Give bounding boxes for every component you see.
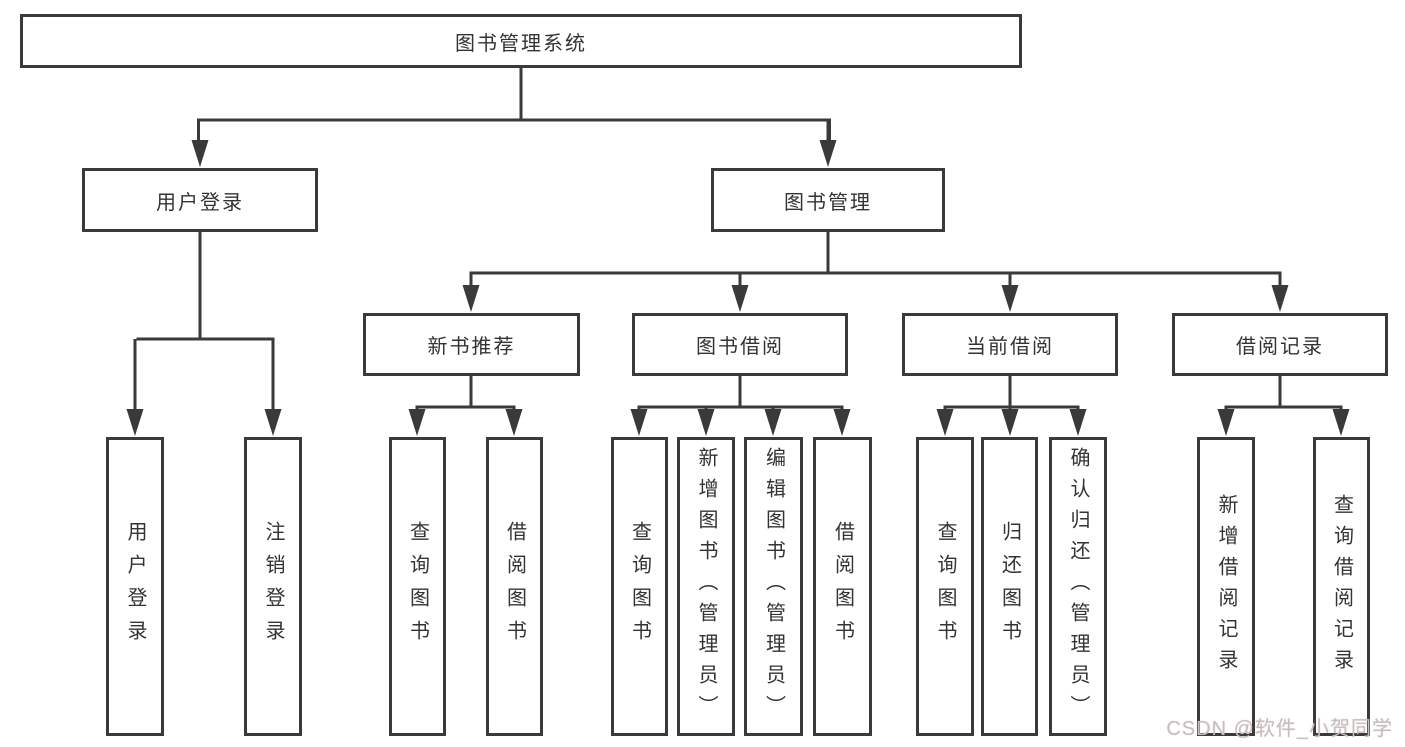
csdn-watermark: CSDN @软件_小贺同学 (1166, 718, 1393, 740)
node-label: 编辑图书（管理员） (762, 447, 785, 726)
node-book-borrowing: 图书借阅 (632, 313, 848, 376)
leaf-query-borrow-record: 查询借阅记录 (1313, 437, 1370, 736)
leaf-add-borrow-record: 新增借阅记录 (1197, 437, 1255, 736)
node-label: 归还图书 (998, 520, 1021, 653)
node-label: 借阅图书 (831, 520, 854, 653)
leaf-query-books-borrow: 查询图书 (611, 437, 668, 736)
leaf-logout-login: 注销登录 (244, 437, 302, 736)
leaf-query-books-current: 查询图书 (916, 437, 974, 736)
node-library-management-system: 图书管理系统 (20, 14, 1022, 68)
node-label: 注销登录 (262, 520, 284, 653)
leaf-borrow-books: 借阅图书 (813, 437, 872, 736)
leaf-add-book-admin: 新增图书（管理员） (677, 437, 735, 736)
node-label: 确认归还（管理员） (1067, 447, 1089, 726)
node-label: 新增图书（管理员） (695, 447, 717, 726)
leaf-return-book: 归还图书 (981, 437, 1038, 736)
node-label: 图书管理 (784, 191, 872, 214)
node-label: 新增借阅记录 (1215, 493, 1237, 680)
node-label: 当前借阅 (966, 336, 1054, 358)
node-label: 用户登录 (156, 191, 244, 214)
node-label: 图书借阅 (696, 336, 784, 358)
node-label: 借阅图书 (503, 520, 526, 653)
node-current-borrowing: 当前借阅 (902, 313, 1118, 376)
leaf-query-books-recommend: 查询图书 (389, 437, 446, 736)
node-label: 查询借阅记录 (1330, 493, 1353, 680)
leaf-borrow-books-recommend: 借阅图书 (486, 437, 543, 736)
node-label: 查询图书 (628, 520, 651, 653)
node-label: 借阅记录 (1236, 336, 1324, 358)
leaf-edit-book-admin: 编辑图书（管理员） (744, 437, 803, 736)
leaf-confirm-return-admin: 确认归还（管理员） (1049, 437, 1107, 736)
node-new-book-recommendation: 新书推荐 (363, 313, 580, 376)
node-label: 查询图书 (406, 520, 429, 653)
node-borrowing-records: 借阅记录 (1172, 313, 1388, 376)
node-label: 图书管理系统 (455, 32, 587, 55)
node-label: 用户登录 (124, 520, 146, 653)
node-user-login: 用户登录 (82, 168, 318, 232)
node-label: 查询图书 (934, 520, 956, 653)
leaf-user-login: 用户登录 (106, 437, 164, 736)
node-book-management: 图书管理 (711, 168, 945, 232)
node-label: 新书推荐 (427, 336, 516, 358)
